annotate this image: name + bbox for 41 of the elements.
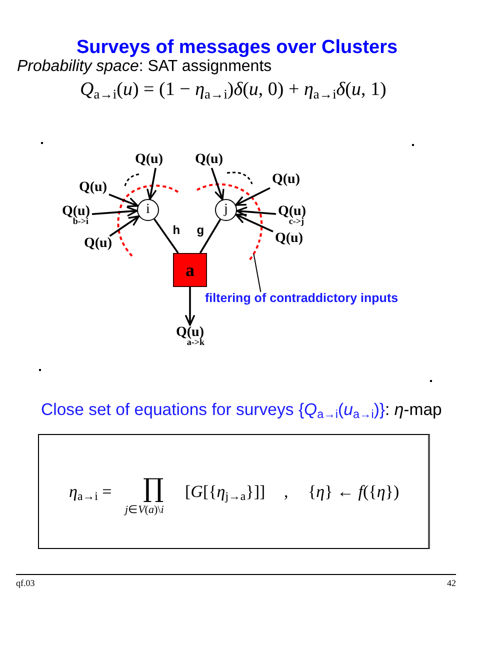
update-rule: {η} ← f({η}) [308,483,400,500]
arrow [92,206,138,216]
message-label: Q$_{a->k}$(u) [174,325,206,348]
arrow [234,187,270,206]
arrow [109,215,140,237]
arrow [235,214,274,232]
edge-label: h [172,224,182,236]
arrow [236,206,276,217]
factor-node: a [173,253,207,287]
message-label: Q(u) [133,152,165,168]
equation-term: [G[{η$_{j→a}$}]] [185,483,266,500]
product-symbol: ∏ [143,476,164,502]
message-label: Q(u) [193,152,225,168]
leader-line [253,253,262,292]
equation-separator: , [284,483,288,500]
arrow [210,168,224,200]
heading-suffix: : η-map [385,399,442,421]
footer-text: qf.03 [16,579,35,589]
variable-node: j [215,199,237,221]
message-label: Q$_{c->j}$(u) [276,204,308,227]
product-index: j∈V(a)\i [125,505,164,516]
filter-arc [247,240,261,263]
annotation-text: filtering of contraddictory inputs [205,292,398,306]
slide-title: Surveys of messages over Clusters [76,37,398,59]
equation-lhs: η$_{a→i}$ = [69,483,112,500]
arrow [185,287,195,326]
subtitle-text: Probability space: SAT assignments [17,57,272,76]
arrow [108,194,139,208]
connector-line [154,218,179,254]
arrow [146,168,156,200]
connector-line [199,218,222,254]
section-heading: Close set of equations for surveys {Q$_{a→i}$(u$_{a→i}$)} [41,399,386,421]
message-label: Q(u) [82,236,114,252]
page-number: 42 [447,579,456,589]
variable-node: i [137,199,159,221]
equation: Q$_{a→i}$(u) = (1 − η$_{a→i}$)δ(u, 0) + η$_{a→i}$δ(u, 1) [80,78,386,103]
message-label: Q(u) [270,172,302,188]
message-label: Q$_{b->i}$(u) [60,204,92,227]
message-label: Q(u) [273,231,305,247]
message-label: Q(u) [77,180,109,196]
equation-box [38,434,430,549]
